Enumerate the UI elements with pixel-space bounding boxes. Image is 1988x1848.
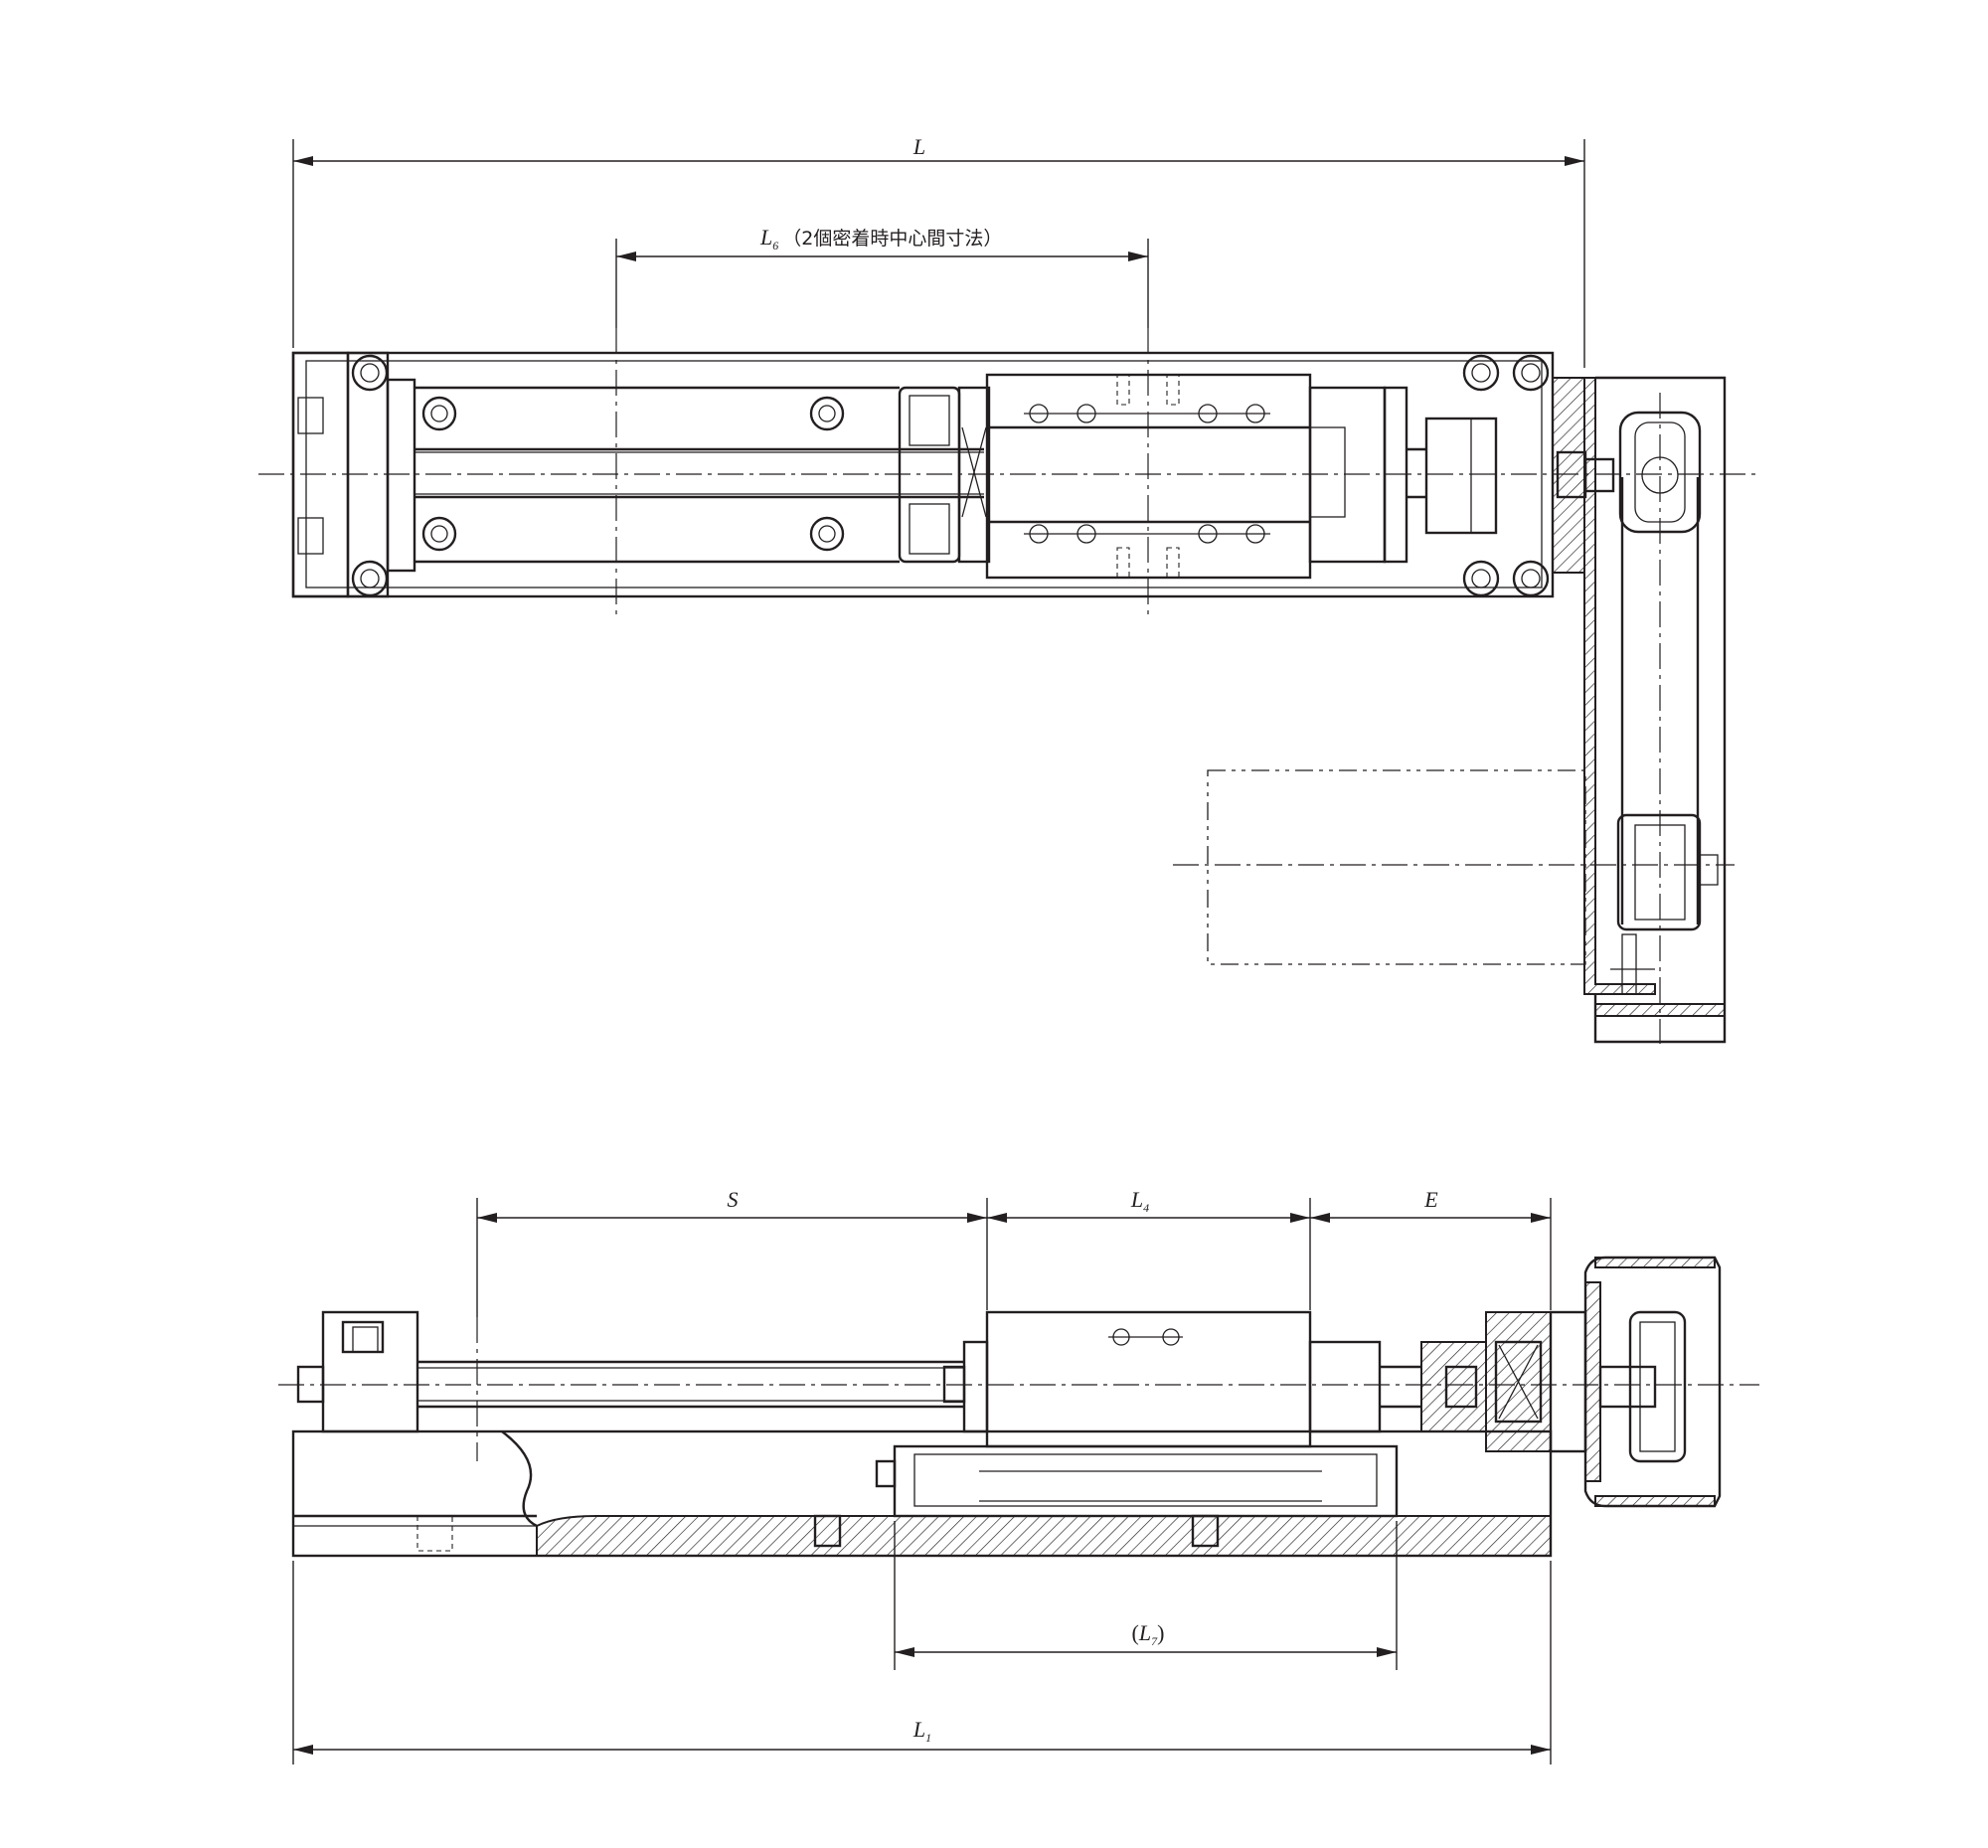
label-E: E	[1423, 1187, 1438, 1212]
rail-bolts	[421, 396, 845, 552]
side-slider	[985, 1310, 1312, 1448]
corner-screws	[351, 354, 1550, 597]
motor-outline	[1207, 769, 1586, 965]
upper-pulley	[1618, 411, 1702, 534]
left-bearing-plate	[386, 378, 416, 573]
label-L1: L1	[912, 1717, 931, 1745]
label-L: L	[912, 134, 925, 159]
side-view	[278, 1256, 1759, 1558]
side-pulley-cover	[1583, 1256, 1722, 1508]
dimension-lines	[292, 139, 1585, 1764]
lower-pulley	[1616, 813, 1702, 931]
label-L6: L6（2個密着時中心間寸法）	[759, 225, 1002, 252]
side-left-block	[321, 1310, 419, 1433]
label-L7: (L7)	[1132, 1620, 1165, 1648]
label-S: S	[728, 1187, 739, 1212]
top-view	[258, 328, 1759, 1044]
belt-cover	[1593, 376, 1727, 1044]
slider-holes	[1024, 374, 1270, 579]
dimension-labels: L L6（2個密着時中心間寸法） S L4 E (L7) L1	[728, 134, 1439, 1745]
label-L4: L4	[1130, 1187, 1149, 1215]
